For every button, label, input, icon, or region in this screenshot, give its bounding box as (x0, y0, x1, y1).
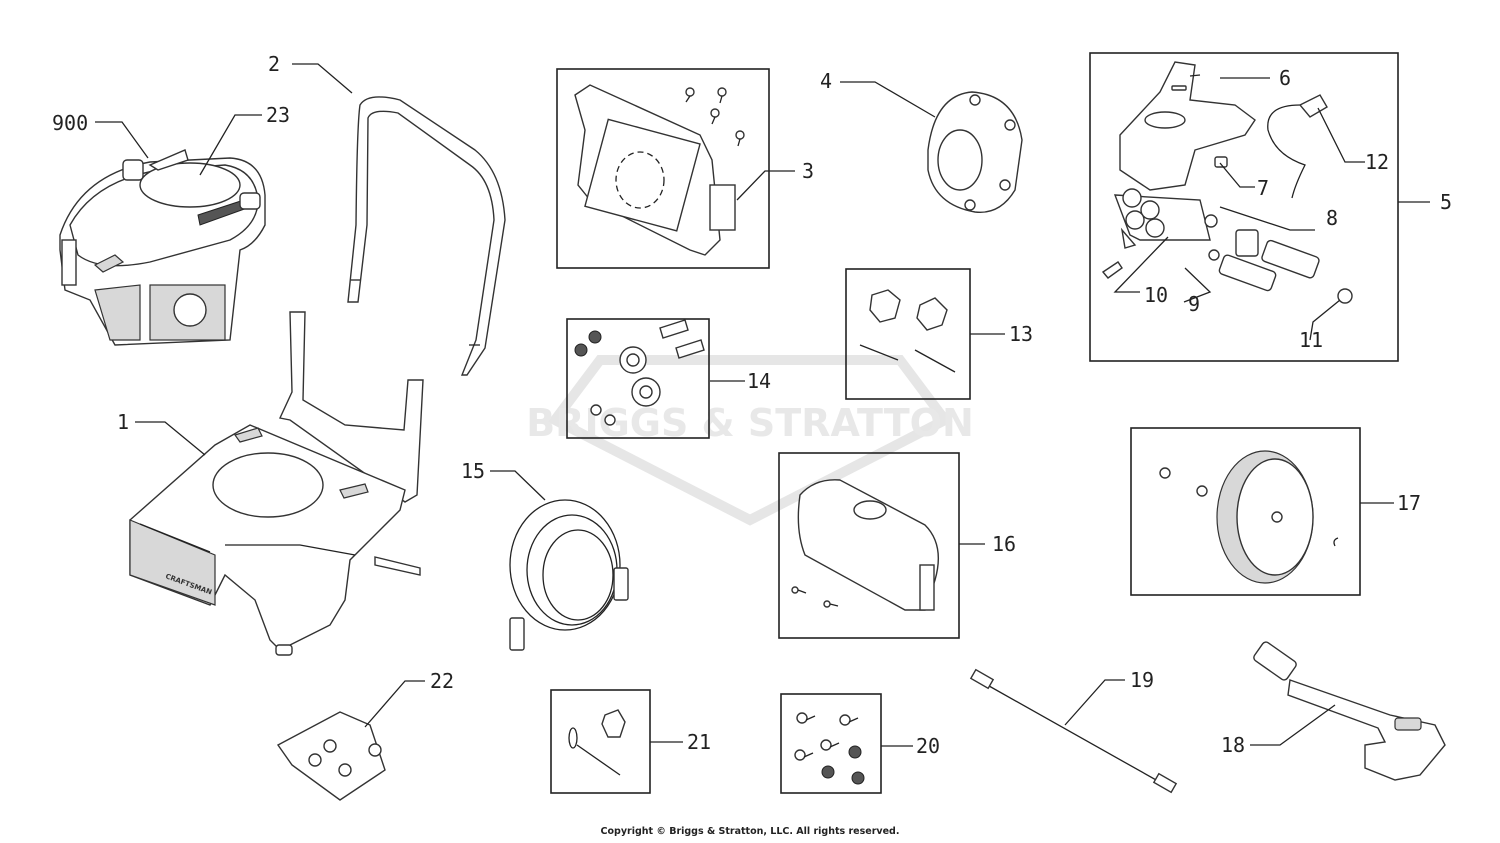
gun-18 (1253, 641, 1446, 781)
callout-15: 15 (461, 459, 485, 483)
callout-21: 21 (687, 730, 711, 754)
tank-16 (791, 479, 939, 611)
wheel-bearings-14 (574, 319, 705, 426)
nozzles-22 (276, 711, 386, 801)
knobs-13 (859, 289, 956, 373)
callout-23: 23 (266, 103, 290, 127)
copyright-notice: Copyright © Briggs & Stratton, LLC. All … (600, 826, 900, 837)
callout-5: 5 (1440, 190, 1452, 214)
handle (347, 96, 506, 376)
callout-3: 3 (802, 159, 814, 183)
callout-4: 4 (820, 69, 832, 93)
box-16 (778, 452, 960, 639)
fitting-4 (927, 91, 1023, 214)
panel-3 (574, 84, 745, 256)
callout-9: 9 (1188, 292, 1200, 316)
box-13 (845, 268, 971, 400)
box-21 (550, 689, 651, 794)
callout-2: 2 (268, 52, 280, 76)
frame: CRAFTSMAN (129, 311, 424, 656)
box-14 (566, 318, 710, 439)
engine (59, 149, 266, 346)
pump (1101, 61, 1353, 304)
leader-lines (95, 63, 1430, 747)
kit-21 (568, 709, 626, 776)
callout-19: 19 (1130, 668, 1154, 692)
callout-22: 22 (430, 669, 454, 693)
bolts-20 (794, 712, 865, 785)
box-5 (1089, 52, 1399, 362)
callout-7: 7 (1257, 176, 1269, 200)
callout-17: 17 (1397, 491, 1421, 515)
callout-18: 18 (1221, 733, 1245, 757)
callout-labels: 900 23 2 3 4 6 12 7 5 8 10 9 11 1 14 13 … (52, 52, 1452, 758)
callout-16: 16 (992, 532, 1016, 556)
hose (509, 499, 629, 651)
callout-20: 20 (916, 734, 940, 758)
callout-14: 14 (747, 369, 771, 393)
box-17 (1130, 427, 1361, 596)
callout-6: 6 (1279, 66, 1291, 90)
callout-11: 11 (1299, 328, 1323, 352)
callout-8: 8 (1326, 206, 1338, 230)
callout-12: 12 (1365, 150, 1389, 174)
callout-13: 13 (1009, 322, 1033, 346)
callout-1: 1 (117, 410, 129, 434)
wheel-17 (1159, 450, 1339, 584)
box-3 (556, 68, 770, 269)
box-20 (780, 693, 882, 794)
callout-10: 10 (1144, 283, 1168, 307)
wand-19 (969, 668, 1178, 794)
callout-900: 900 (52, 111, 88, 135)
